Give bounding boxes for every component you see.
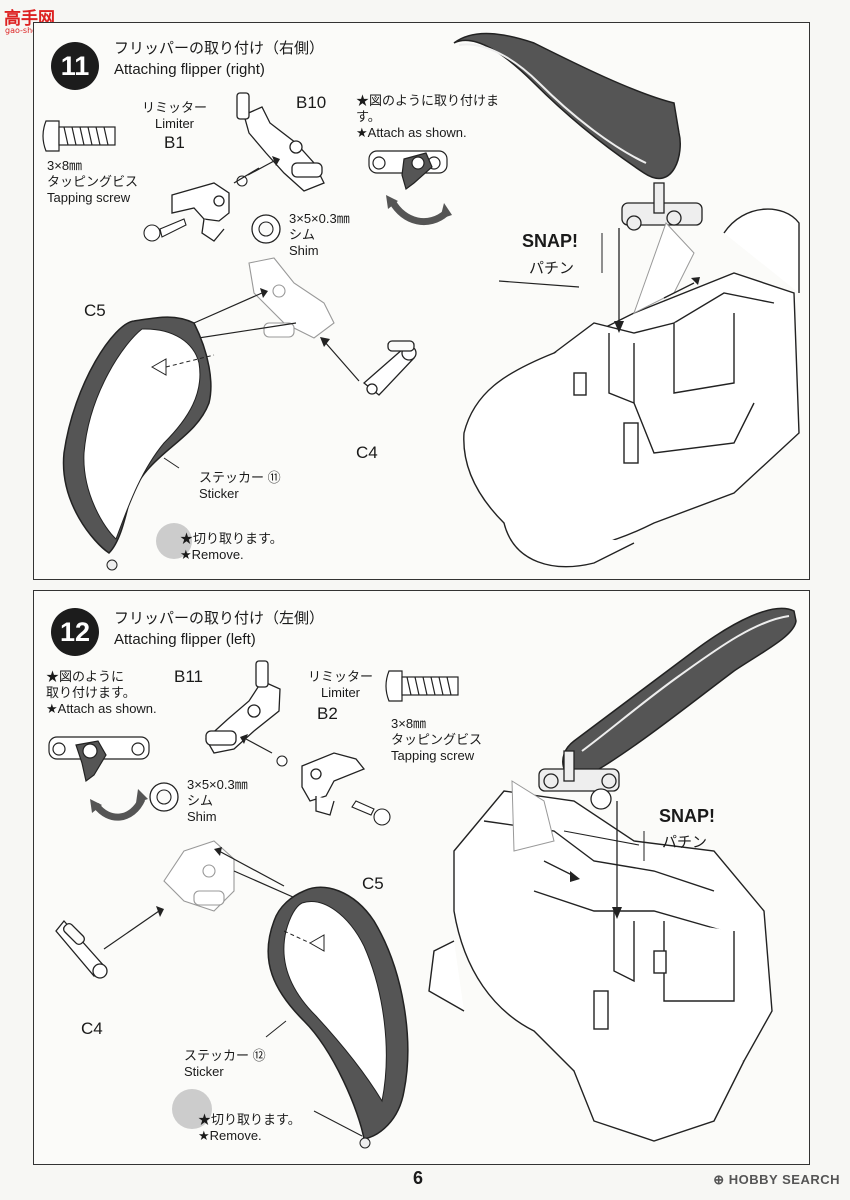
step-12-title-en: Attaching flipper (left) [114, 631, 256, 648]
step-11-note: ★図のように取り付けます。 ★Attach as shown. [356, 93, 506, 141]
step-11-title-en: Attaching flipper (right) [114, 61, 265, 78]
step-11-remove-note: ★切り取ります。 ★Remove. [180, 531, 283, 563]
part-b1-label: B1 [164, 133, 185, 152]
shim-size: 3×5×0.3㎜ [289, 211, 350, 226]
step-11-snap-text: SNAP! [522, 231, 579, 251]
limiter-jp: リミッター [142, 100, 208, 115]
sticker-jp: ステッカー [184, 1048, 250, 1063]
part-b11-label: B11 [174, 667, 203, 686]
screw-size: 3×8㎜ [47, 158, 83, 173]
shim-en: Shim [289, 243, 319, 258]
step-11-snap-jp: パチン [529, 259, 575, 277]
limiter-en: Limiter [321, 685, 361, 700]
part-c5-label: C5 [84, 301, 106, 320]
screw-jp: タッピングビス [47, 174, 139, 189]
step-11-limiter-label: リミッター Limiter [142, 100, 207, 132]
limiter-jp: リミッター [308, 669, 374, 684]
watermark-bottom: ⊕ HOBBY SEARCH [713, 1172, 840, 1188]
step-12-snap-jp: パチン [662, 833, 708, 851]
step-11-title-jp: フリッパーの取り付け（右側） [114, 39, 325, 57]
part-c4-label: C4 [81, 1019, 103, 1038]
shim-size: 3×5×0.3㎜ [187, 777, 248, 792]
step-12-badge: 12 [51, 608, 99, 656]
screw-jp: タッピングビス [391, 732, 483, 747]
step-12-title-jp: フリッパーの取り付け（左側） [114, 609, 325, 627]
part-b2-label: B2 [317, 704, 338, 723]
step-12-note: ★図のように 取り付けます。 ★Attach as shown. [46, 669, 196, 717]
note-en: ★Attach as shown. [356, 125, 467, 140]
screw-en: Tapping screw [47, 190, 131, 205]
part-c5-label: C5 [362, 874, 384, 893]
part-c4-label: C4 [356, 443, 378, 462]
note-jp: ★図のように取り付けます。 [356, 93, 500, 124]
step-11-illustration [42, 32, 800, 571]
step-12-shim-label: 3×5×0.3㎜ シム Shim [187, 777, 248, 825]
step-12-limiter-label: リミッター Limiter [308, 669, 373, 701]
hobby-search-icon: ⊕ [713, 1172, 725, 1187]
note-jp-line1: ★図のように [46, 669, 125, 684]
sticker-en: Sticker [184, 1064, 224, 1079]
step-11-screw-label: 3×8㎜ タッピングビス Tapping screw [47, 158, 138, 206]
step-12-snap-text: SNAP! [659, 806, 716, 826]
sticker-number: ⑫ [252, 1048, 266, 1063]
screw-en: Tapping screw [391, 748, 475, 763]
sticker-number: ⑪ [267, 470, 281, 485]
page-number: 6 [413, 1168, 424, 1188]
shim-jp: シム [289, 227, 316, 242]
step-11-shim-label: 3×5×0.3㎜ シム Shim [289, 211, 350, 259]
step-12-illustration [48, 607, 797, 1149]
remove-en: ★Remove. [198, 1128, 262, 1143]
shim-en: Shim [187, 809, 217, 824]
remove-jp: ★切り取ります。 [180, 531, 283, 546]
part-b10-label: B10 [296, 93, 327, 112]
screw-size: 3×8㎜ [391, 716, 427, 731]
remove-jp: ★切り取ります。 [198, 1112, 301, 1127]
limiter-en: Limiter [155, 116, 195, 131]
step-12-panel: 12 フリッパーの取り付け（左側） Attaching flipper (lef… [33, 590, 810, 1165]
step-11-panel: 11 フリッパーの取り付け（右側） Attaching flipper (rig… [33, 22, 810, 580]
sticker-jp: ステッカー [199, 470, 265, 485]
note-en: ★Attach as shown. [46, 701, 157, 716]
sticker-en: Sticker [199, 486, 239, 501]
shim-jp: シム [187, 793, 214, 808]
remove-en: ★Remove. [180, 547, 244, 562]
step-11-sticker-label: ステッカー ⑪ Sticker [199, 470, 281, 502]
watermark-bottom-text: HOBBY SEARCH [728, 1172, 840, 1187]
step-12-remove-note: ★切り取ります。 ★Remove. [198, 1112, 301, 1144]
step-12-sticker-label: ステッカー ⑫ Sticker [184, 1048, 266, 1080]
step-12-screw-label: 3×8㎜ タッピングビス Tapping screw [391, 716, 482, 764]
note-jp-line2: 取り付けます。 [46, 685, 136, 700]
step-11-badge: 11 [51, 42, 99, 90]
